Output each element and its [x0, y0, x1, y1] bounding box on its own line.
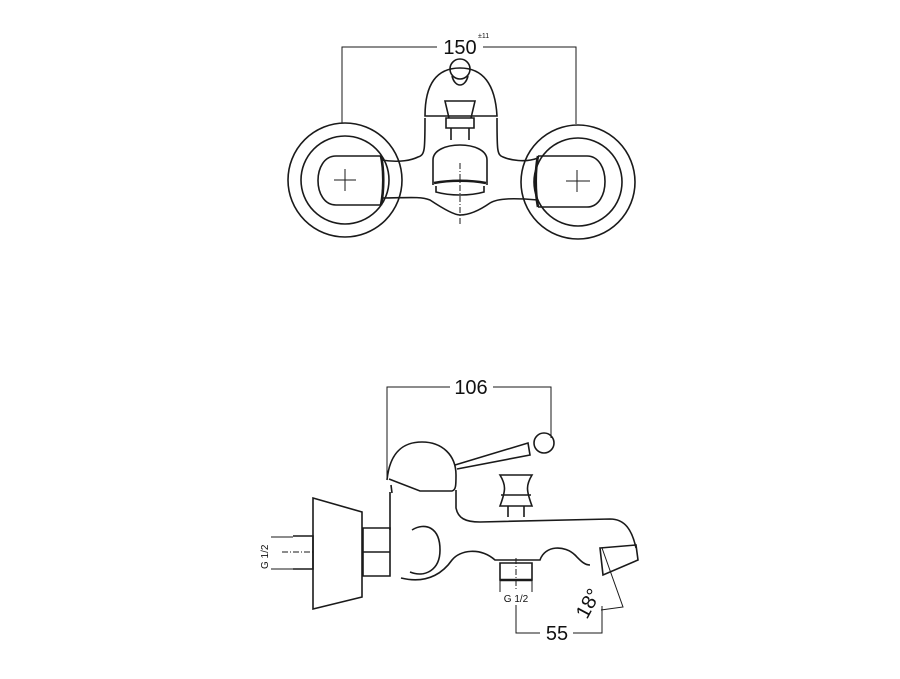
dimension-106: 106 [386, 377, 552, 480]
shower-outlet-thread-label: G 1/2 [504, 594, 529, 605]
right-handle-edge [534, 155, 540, 208]
lever-handle [390, 441, 531, 494]
angle-18-lines [600, 547, 624, 611]
dimension-150-label: 150 [443, 37, 476, 59]
dimension-150: 150 ±11 [341, 33, 577, 124]
left-wall-rosette [287, 122, 403, 238]
spout-outlet-aerator [599, 544, 639, 577]
body-bulge [409, 525, 441, 575]
body-arms-top [380, 117, 539, 163]
lever-neck [451, 75, 469, 86]
spout-aerator [433, 179, 487, 185]
wall-inlet-thread-label: G 1/2 [260, 544, 271, 569]
diverter-knob [443, 100, 477, 140]
spout-outlet [435, 186, 485, 196]
dimension-106-label: 106 [454, 377, 487, 399]
inlet-thread-extension [271, 536, 293, 570]
dimension-55-label: 55 [546, 623, 568, 645]
diverter-stem [507, 506, 525, 517]
left-handle [317, 155, 381, 206]
right-handle [538, 155, 606, 208]
body-underside [400, 547, 591, 581]
angle-18-label: 18° [572, 585, 606, 622]
diverter-knob-side [498, 474, 534, 507]
spout-top [389, 490, 637, 549]
dimension-150-tolerance: ±11 [478, 33, 489, 40]
spout-front [432, 144, 488, 185]
outlet-thread-extension [499, 580, 533, 592]
right-rosette-inner [533, 137, 623, 227]
left-rosette-inner [300, 135, 390, 225]
hex-nut [362, 527, 391, 577]
right-cross-icon [566, 170, 590, 192]
lever-body [386, 441, 457, 492]
left-cross-icon [334, 169, 356, 191]
right-wall-rosette [520, 124, 636, 240]
lever-cap [424, 67, 498, 117]
wall-escutcheon [312, 496, 363, 611]
lever-ball [449, 58, 471, 80]
side-view: 106 G 1/2 G 1/2 55 18° [260, 377, 639, 645]
front-view: 150 ±11 [287, 33, 636, 240]
dimension-55-lines [515, 605, 603, 634]
lever-ball-tip [533, 432, 555, 454]
